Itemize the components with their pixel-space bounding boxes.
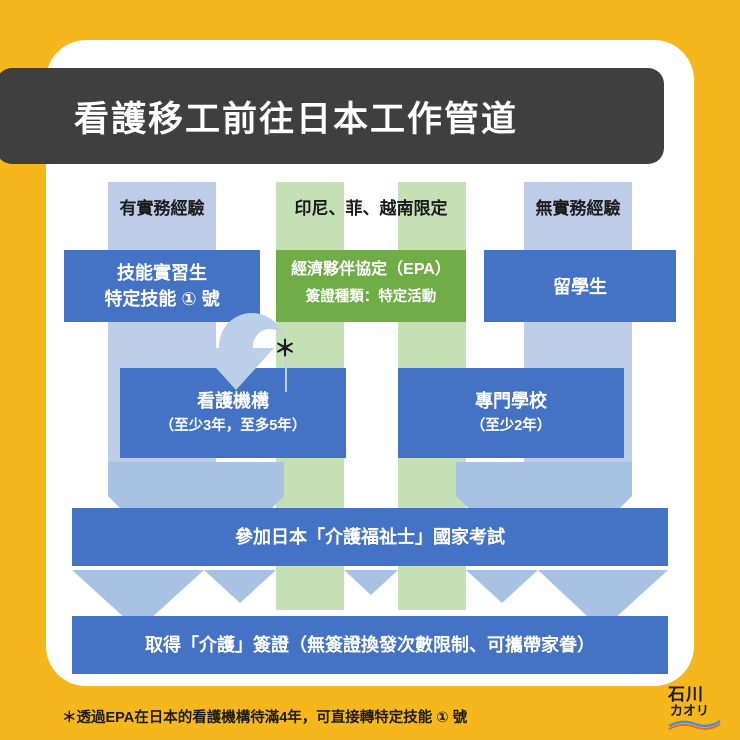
bar-visa-label: 取得「介護」簽證（無簽證換發次數限制、可攜帶家眷） bbox=[145, 635, 595, 655]
column-header-epa: 印尼、菲、越南限定 bbox=[294, 199, 448, 218]
chevron-arrow-4 bbox=[466, 570, 538, 603]
box-epa-line2: 簽證種類：特定活動 bbox=[305, 289, 437, 305]
chevron-arrow-green-1 bbox=[276, 570, 344, 601]
logo-line2: カオリ bbox=[670, 703, 710, 718]
chevron-arrow-1 bbox=[72, 570, 204, 630]
box-trainee-line2: 特定技能 ① 號 bbox=[104, 289, 220, 309]
footnote-text: ＊透過EPA在日本的看護機構待滿4年，可直接轉特定技能 ① 號 bbox=[62, 710, 468, 726]
rect-box-student bbox=[484, 250, 676, 322]
logo-line1: 石川 bbox=[668, 685, 704, 704]
rect-box-trainee bbox=[64, 250, 260, 322]
title-bar: 看護移工前往日本工作管道 bbox=[0, 68, 664, 164]
box-vocational-school-line2: （至少2年） bbox=[470, 418, 552, 434]
rect-box-epa bbox=[276, 250, 466, 322]
column-header-inexperienced: 無實務經驗 bbox=[535, 199, 621, 218]
box-student-line1: 留學生 bbox=[553, 277, 607, 297]
chevron-arrow-5 bbox=[538, 570, 668, 630]
rect-bar-exam bbox=[72, 508, 668, 566]
chevron-arrow-2 bbox=[204, 570, 276, 603]
box-care-facility-line1: 看護機構 bbox=[197, 391, 269, 411]
box-vocational-school-line1: 專門學校 bbox=[475, 391, 547, 411]
box-epa-line1: 經濟夥伴協定（EPA） bbox=[291, 261, 451, 278]
asterisk-marker: ＊ bbox=[274, 336, 297, 361]
logo-swoosh-icon bbox=[668, 719, 721, 730]
rect-bar-visa bbox=[72, 616, 668, 674]
column-header-experienced: 有實務經驗 bbox=[119, 199, 205, 218]
bar-exam-label: 參加日本「介護福祉士」國家考試 bbox=[235, 527, 505, 547]
page-title: 看護移工前往日本工作管道 bbox=[74, 99, 519, 139]
brand-logo: 石川 カオリ bbox=[668, 686, 724, 730]
box-trainee-line1: 技能實習生 bbox=[117, 263, 207, 283]
box-care-facility-line2: （至少3年，至多5年） bbox=[159, 418, 307, 434]
u-turn-arrow bbox=[198, 313, 287, 392]
chevron-arrow-3 bbox=[344, 570, 398, 595]
rect-box-vocational-school bbox=[398, 368, 624, 458]
chevron-arrow-green-2 bbox=[398, 570, 466, 601]
